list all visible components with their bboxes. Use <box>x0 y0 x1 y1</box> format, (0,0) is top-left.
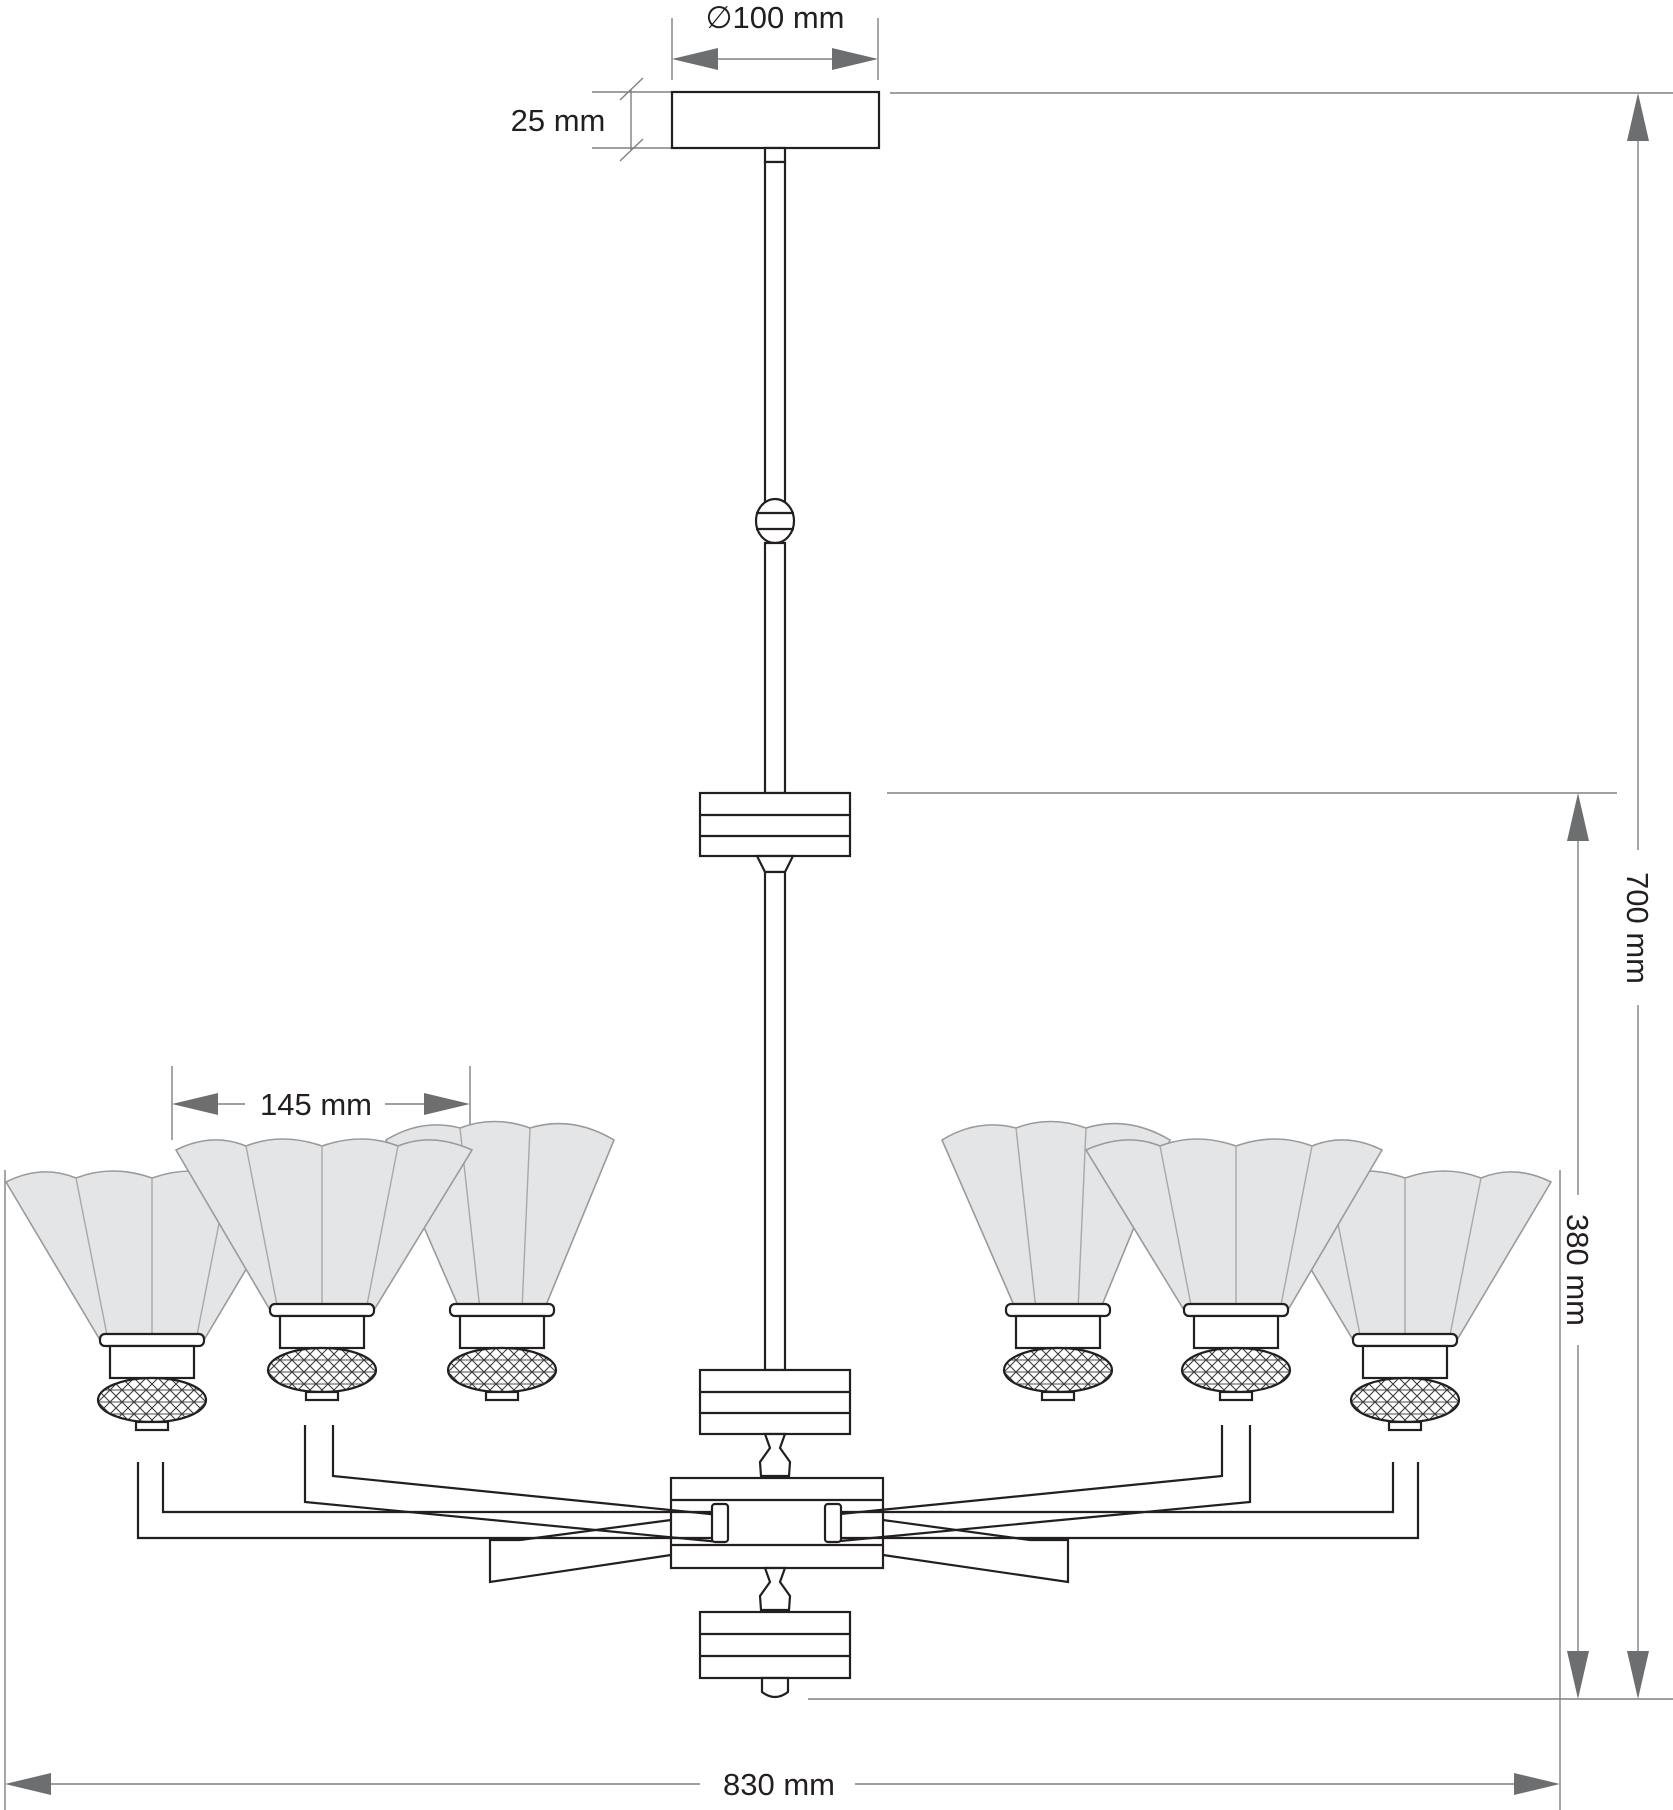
total-width-label: 830 mm <box>723 1767 835 1802</box>
front-arms <box>136 1425 1420 1544</box>
lamp-inner-left <box>174 1138 474 1402</box>
total-height-label: 700 mm <box>1620 872 1655 984</box>
shade-width-label: 145 mm <box>260 1087 372 1122</box>
body-height-label: 380 mm <box>1560 1214 1595 1326</box>
dimension-labels: ∅100 mm 25 mm 145 mm 830 mm 700 mm 380 m… <box>260 0 1655 1802</box>
rod-bead <box>754 497 796 545</box>
canopy-and-rod <box>670 90 881 795</box>
lower-rod <box>763 870 787 1372</box>
ceiling-canopy <box>670 90 881 150</box>
canopy-height-label: 25 mm <box>511 103 606 138</box>
canopy-diameter-label: ∅100 mm <box>706 0 845 35</box>
upper-rod <box>763 160 787 504</box>
lamp-inner-right <box>1084 1138 1384 1402</box>
central-body <box>488 1368 1070 1699</box>
upper-block <box>698 791 852 1372</box>
